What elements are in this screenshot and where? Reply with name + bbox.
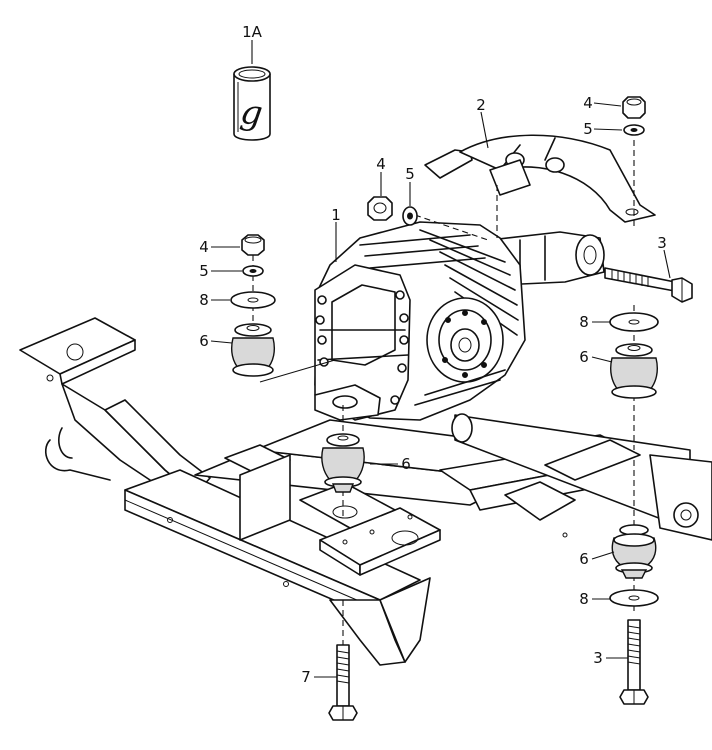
callout-5-mid: 5 [405, 165, 415, 183]
rubber-mount-icon [321, 433, 365, 493]
callout-6-right-upper: 6 [579, 348, 589, 366]
bolt-icon [619, 619, 649, 705]
washer-icon [230, 291, 276, 309]
callout-labels: 1A 1 2 4 5 4 5 4 5 8 6 3 8 6 6 6 8 3 7 [199, 23, 667, 686]
callout-6-center: 6 [401, 455, 411, 473]
washer-icon [609, 312, 659, 332]
callout-2: 2 [476, 96, 486, 114]
callout-7: 7 [301, 668, 311, 686]
callout-4-left: 4 [199, 238, 209, 256]
callout-4-mid: 4 [376, 155, 386, 173]
mid-fastener-stack [367, 196, 418, 226]
leader-lines [210, 40, 671, 678]
mounting-bracket [424, 134, 656, 223]
nut-icon [367, 196, 393, 221]
washer-icon [609, 589, 659, 607]
callout-1a: 1A [242, 23, 263, 41]
callout-5-right: 5 [583, 120, 593, 138]
nut-icon [241, 234, 265, 256]
bolt-icon [328, 644, 358, 721]
callout-3-lower: 3 [593, 649, 603, 667]
callout-1: 1 [331, 206, 341, 224]
washer-icon [242, 265, 264, 277]
callout-8-right-lower: 8 [579, 590, 589, 608]
grease-can-icon: g [233, 66, 271, 141]
callout-8-left: 8 [199, 291, 209, 309]
callout-6-right-lower: 6 [579, 550, 589, 568]
left-mount-stack [230, 234, 276, 377]
callout-4-right: 4 [583, 94, 593, 112]
washer-icon [623, 124, 645, 136]
right-top-stack [622, 96, 646, 136]
callout-5-left: 5 [199, 262, 209, 280]
rubber-mount-icon [611, 524, 657, 579]
rubber-mount-icon [231, 323, 275, 377]
bolt-icon [604, 267, 693, 303]
callout-6-left: 6 [199, 332, 209, 350]
rubber-mount-icon [610, 343, 658, 399]
nut-icon [622, 96, 646, 119]
center-mount [321, 433, 365, 493]
right-upper-mount [609, 312, 659, 399]
right-lower-mount [609, 524, 659, 705]
callout-8-right-upper: 8 [579, 313, 589, 331]
subframe [19, 317, 712, 666]
washer-icon [402, 206, 418, 226]
final-drive-housing [314, 221, 605, 421]
callout-3-upper: 3 [657, 234, 667, 252]
